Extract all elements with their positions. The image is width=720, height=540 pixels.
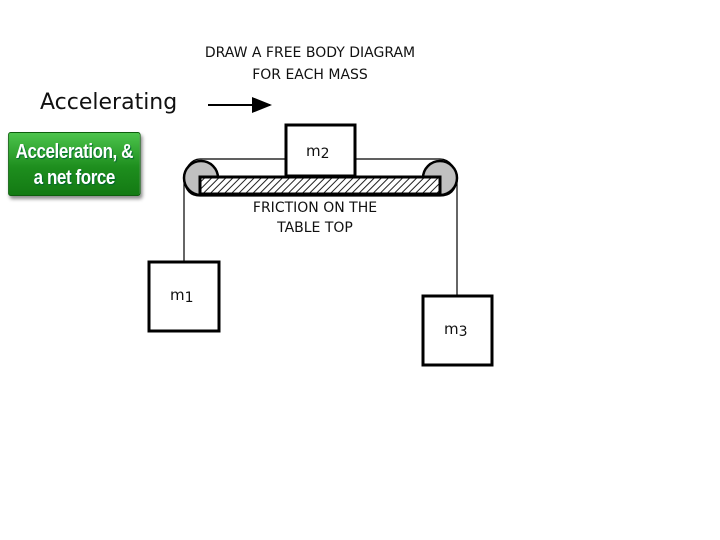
mass-m2-label: m2 [306,142,330,162]
instruction-line2: FOR EACH MASS [252,67,368,83]
friction-line1: FRICTION ON THE [252,200,378,216]
motion-label: Accelerating [40,90,178,115]
friction-line2: TABLE TOP [277,220,353,236]
mass-m3-label: m3 [444,320,468,340]
mass-m1-label: m1 [170,286,194,306]
mass-m3-box [421,294,494,367]
badge-line1: Acceleration, & [15,141,134,163]
mass-m2-box [284,123,357,178]
table-top [198,175,442,196]
topic-badge: Acceleration, & a net force [8,132,141,196]
friction-label: FRICTION ON THE TABLE TOP [220,198,410,238]
badge-line2: a net force [33,167,116,189]
instruction-text: DRAW A FREE BODY DIAGRAM FOR EACH MASS [160,42,460,86]
mass-m1-box [147,260,221,333]
instruction-line1: DRAW A FREE BODY DIAGRAM [204,45,416,61]
